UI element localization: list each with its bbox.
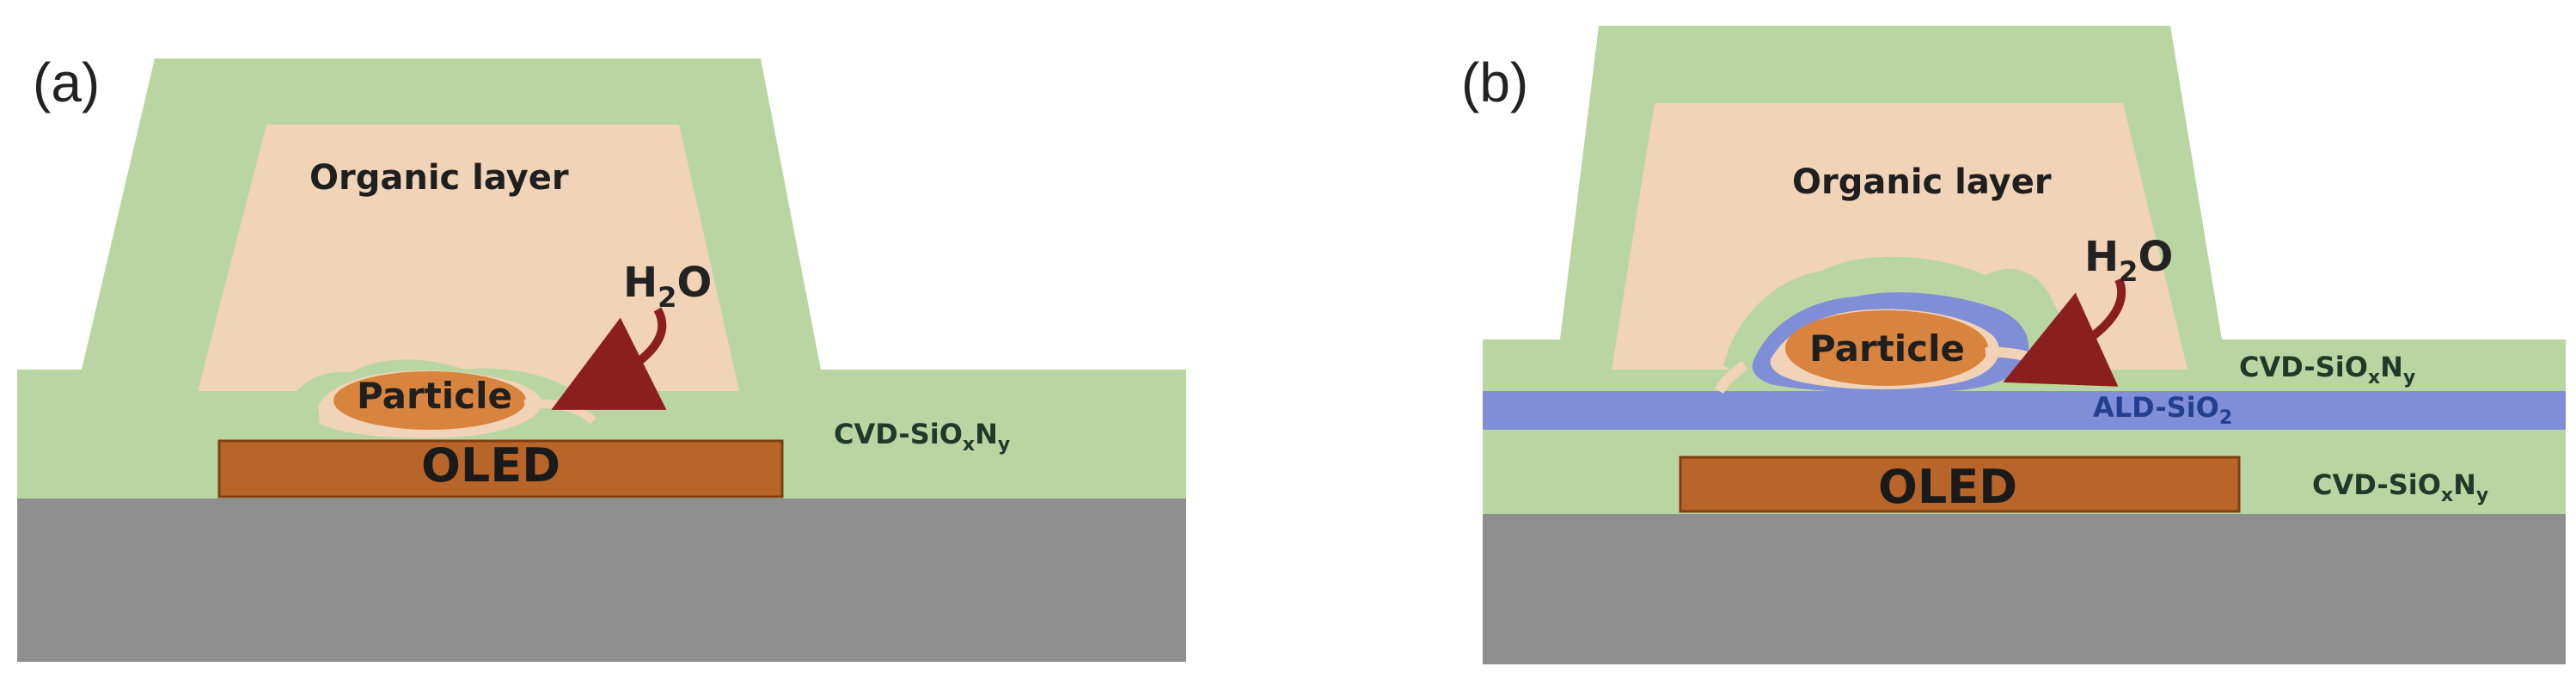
particle-tail-left-b <box>1714 361 1748 394</box>
water-arrow-b <box>2003 278 2126 387</box>
oled-label-a: OLED <box>421 438 560 492</box>
particle-label-b: Particle <box>1809 327 1965 370</box>
panel-b: (b) Organic layer H2O Particle OLED CVD-… <box>1461 26 2566 664</box>
water-label-b: H2O <box>2084 233 2173 288</box>
substrate-a <box>17 498 1186 662</box>
ald-layer-b <box>1483 391 2566 430</box>
oled-label-b: OLED <box>1878 460 2017 514</box>
organic-layer-label-b: Organic layer <box>1792 162 2052 202</box>
oled-a <box>217 439 784 498</box>
particle-a <box>333 371 526 430</box>
particle-label-a: Particle <box>357 375 512 417</box>
water-arrow-a <box>551 307 667 410</box>
panel-a: (a) Organic layer H2O Particle OLED CVD-… <box>17 52 1186 662</box>
panel-b-label: (b) <box>1461 52 1528 113</box>
cvd-bottom-label-b: CVD-SiOxNy <box>2312 468 2488 506</box>
water-label-a: H2O <box>623 259 712 314</box>
oled-b <box>1679 456 2241 513</box>
panel-a-label: (a) <box>33 52 100 113</box>
organic-layer-label-a: Organic layer <box>309 158 569 198</box>
cvd-label-a: CVD-SiOxNy <box>834 418 1010 456</box>
ald-label-b: ALD-SiO2 <box>2093 391 2232 429</box>
substrate-b <box>1483 514 2566 664</box>
particle-b <box>1785 310 1988 386</box>
cvd-top-label-b: CVD-SiOxNy <box>2239 351 2415 388</box>
